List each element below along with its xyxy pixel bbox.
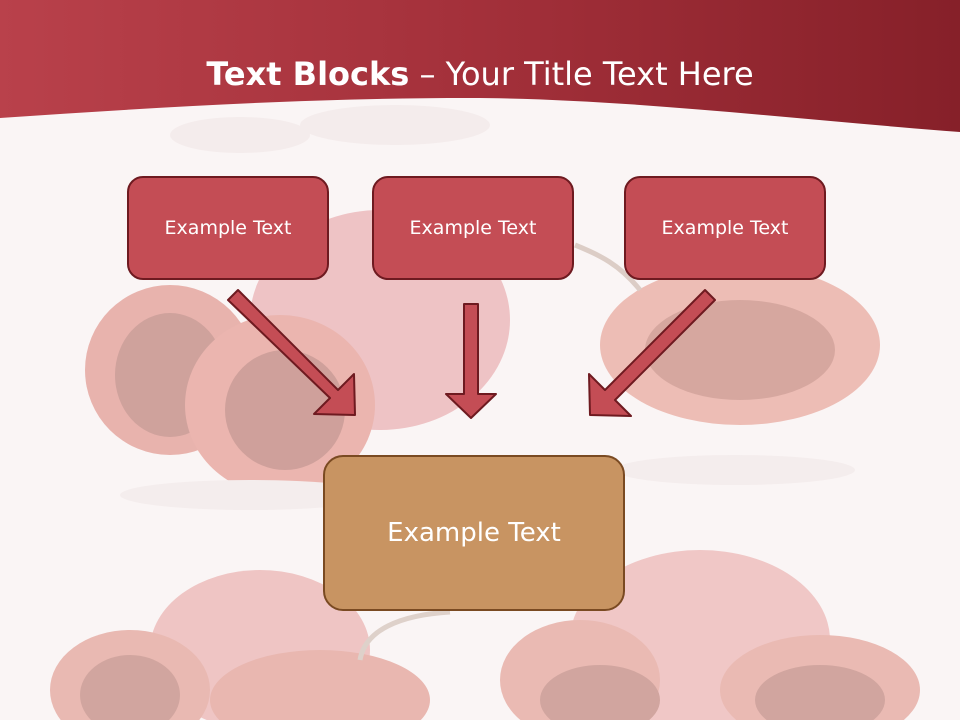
arrow-left	[227, 289, 356, 416]
text-block-3[interactable]: Example Text	[624, 176, 826, 280]
title-dash: –	[409, 55, 446, 93]
target-block[interactable]: Example Text	[323, 455, 625, 611]
target-block-label: Example Text	[387, 518, 561, 548]
text-block-2-label: Example Text	[409, 217, 537, 239]
header-banner	[0, 0, 960, 132]
text-block-1[interactable]: Example Text	[127, 176, 329, 280]
text-block-3-label: Example Text	[661, 217, 789, 239]
text-block-2[interactable]: Example Text	[372, 176, 574, 280]
arrow-right	[588, 289, 716, 417]
text-block-1-label: Example Text	[164, 217, 292, 239]
title-rest: Your Title Text Here	[445, 55, 754, 93]
page-title: Text Blocks – Your Title Text Here	[0, 52, 960, 96]
title-strong: Text Blocks	[206, 55, 410, 93]
arrow-center	[445, 303, 497, 419]
